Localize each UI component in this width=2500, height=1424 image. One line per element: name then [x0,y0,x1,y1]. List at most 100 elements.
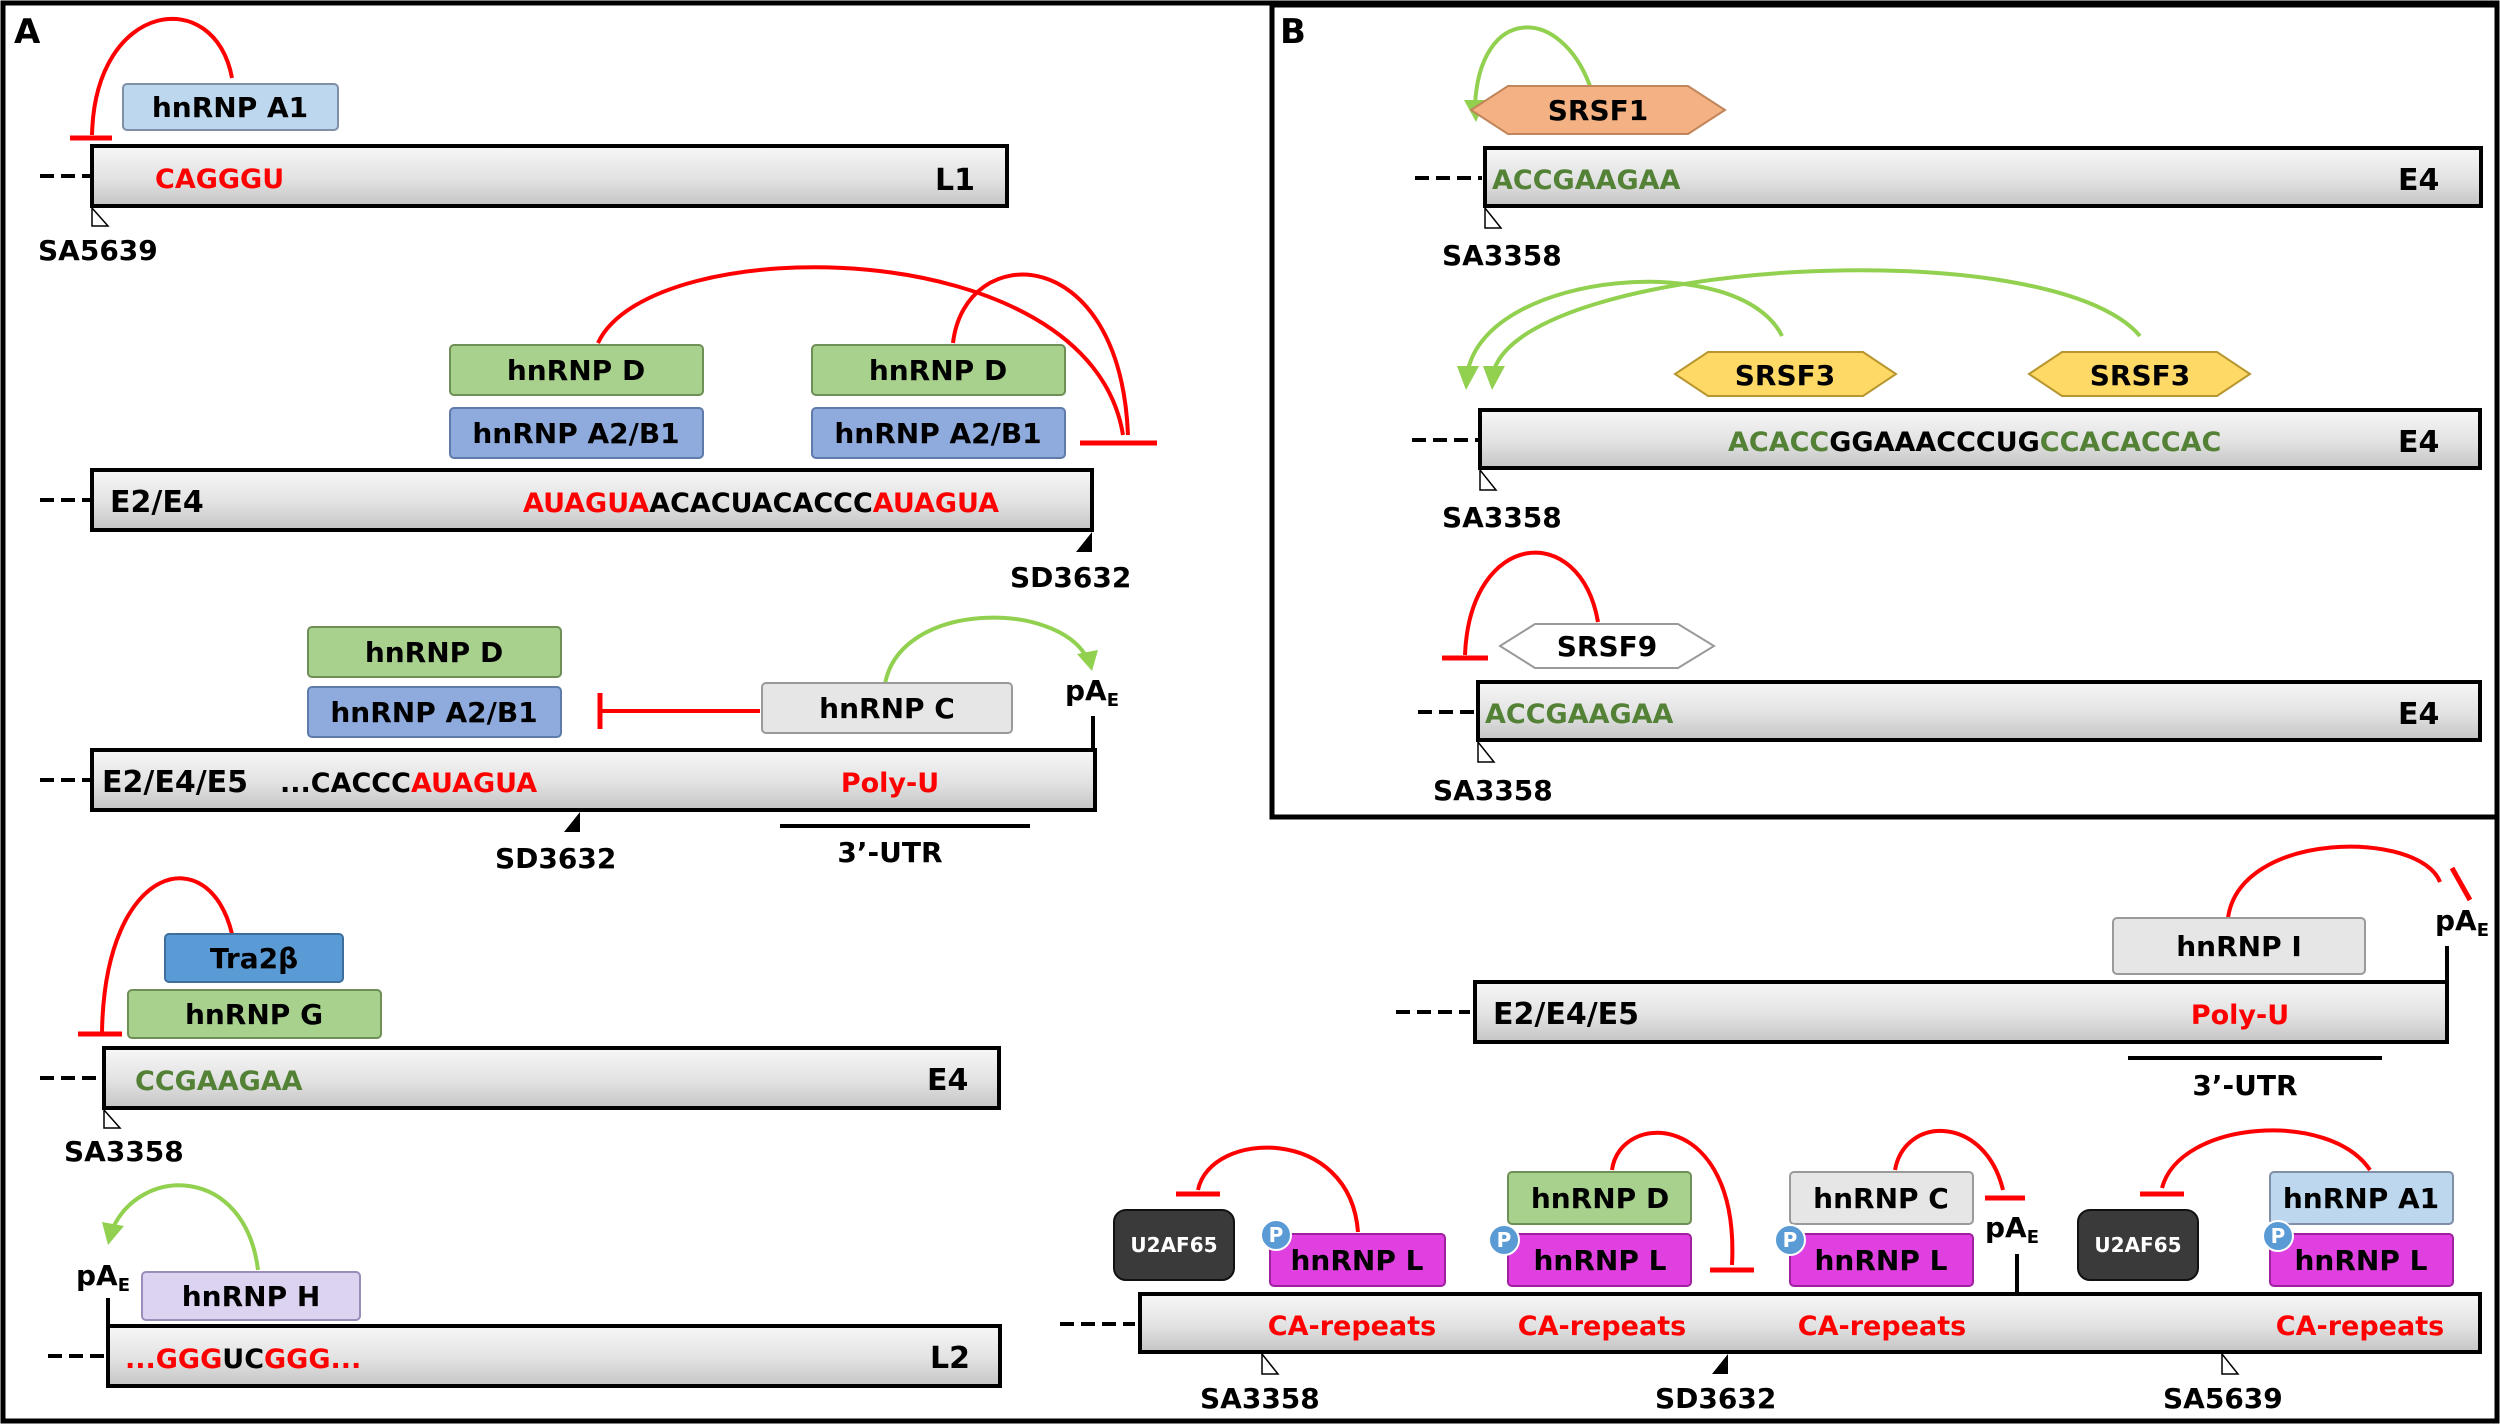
inhibition-arc [90,16,234,136]
u2af65-box-1 [1113,1209,1235,1281]
hnrnp-g-box [127,989,382,1039]
row-a3-e2e4e5: hnRNP D hnRNP A2/B1 hnRNP C pAE E2/E4/E5… [40,615,1119,875]
exon-l2-label: L2 [930,1341,970,1376]
hnrnp-c-box [1789,1171,1974,1225]
pa-subscript: E [2027,1227,2039,1248]
utr-label: 3’-UTR [2192,1069,2297,1102]
splice-acceptor-marker [1479,467,1498,491]
hnrnp-d-box-1 [449,344,704,396]
hnrnp-c-label: hnRNP C [819,692,955,725]
hnrnp-d-box-2 [811,344,1066,396]
ca-repeats-label-2: CA-repeats [1518,1311,1686,1342]
activation-arc [883,615,1090,685]
sequence-cacccauagua: ...CACCCAUAGUA [280,768,537,799]
u2af65-label-1: U2AF65 [1130,1233,1217,1257]
pa-main: pA [1065,674,1107,707]
row-a2-e2e4: hnRNP D hnRNP A2/B1 hnRNP D hnRNP A2/B1 … [40,265,1157,594]
hnrnp-l-label-1: hnRNP L [1291,1244,1424,1277]
exon-ca-repeats [1138,1292,2482,1354]
hnrnp-d-box [1507,1171,1692,1225]
polyadenylation-site: pAE [76,1259,130,1296]
sequence-cagggu: CAGGGU [155,164,284,195]
ca-repeats-label-4: CA-repeats [2276,1311,2444,1342]
srsf3-label-1: SRSF3 [1735,359,1836,392]
activation-arc-1 [1466,279,1784,371]
splice-acceptor-marker [103,1108,122,1129]
hnrnp-l-label-2: hnRNP L [1534,1244,1667,1277]
polyadenylation-site: pAE [2435,904,2489,941]
hnrnp-l-box-2 [1507,1233,1692,1287]
activation-arc [1473,25,1592,106]
seq-ccacaccac: CCACACCAC [2040,427,2222,458]
activation-arrowhead-2 [1483,366,1505,390]
seq-ggg-1: ...GGG [125,1344,222,1375]
splice-donor-marker [1712,1354,1728,1374]
hnrnp-h-label: hnRNP H [182,1280,321,1313]
exon-e4-label: E4 [2398,425,2439,460]
inhibition-arc-short [951,272,1130,436]
row-c1-hnrnp-i: hnRNP I pAE E2/E4/E5 Poly-U 3’-UTR [1396,844,2489,1102]
seq-acacc: ACACC [1728,427,1829,458]
phospho-circle-3 [1774,1224,1806,1256]
hnrnp-a2b1-box-1 [449,407,704,459]
site-sa3358: SA3358 [1200,1382,1320,1415]
hnrnp-a1-label: hnRNP A1 [152,91,308,124]
ca-repeats-label-3: CA-repeats [1798,1311,1966,1342]
exon-e4-label: E4 [2398,697,2439,732]
site-sa5639: SA5639 [38,234,158,267]
u2af65-box-2 [2077,1209,2199,1281]
splice-acceptor-marker [1484,205,1503,229]
exon-e2e4e5 [90,748,1097,812]
panel-a-label: A [14,12,41,52]
splice-acceptor-marker [1477,739,1496,763]
activation-arc-2 [1492,268,2142,371]
exon-e2e4 [90,468,1094,532]
hnrnp-c-label: hnRNP C [1813,1182,1949,1215]
sequence-auagua-repeat: AUAGUAACACUACACCCAUAGUA [523,488,999,519]
hnrnp-d-label: hnRNP D [1531,1182,1669,1215]
hnrnp-l-box-4 [2269,1233,2454,1287]
pa-subscript: E [1107,690,1119,711]
site-sa3358: SA3358 [64,1135,184,1168]
sequence-gggucggg: ...GGGUCGGG... [125,1344,361,1375]
hnrnp-a2b1-label-1: hnRNP A2/B1 [472,417,679,450]
row-a4-e4: Tra2β hnRNP G CCGAAGAA E4 SA3358 [40,876,1001,1168]
row-a5-l2: pAE hnRNP H ...GGGUCGGG... L2 [48,1183,1002,1388]
site-sd3632: SD3632 [1655,1382,1776,1415]
phospho-circle-2 [1488,1224,1520,1256]
srsf9-label: SRSF9 [1557,630,1658,663]
inhibition-arc-long [596,265,1125,436]
activation-arrowhead-1 [1457,366,1479,390]
ca-repeats-label-1: CA-repeats [1268,1311,1436,1342]
panel-b-frame [1269,2,2500,820]
exon-e4 [1483,146,2483,208]
splice-acceptor-marker-1 [1261,1351,1280,1375]
exon-e4 [102,1046,1001,1110]
seq-caccc: ...CACCC [280,768,411,799]
phospho-circle-4 [2262,1220,2294,1252]
hnrnp-i-box [2112,917,2366,975]
phospho-label-2: P [1497,1228,1512,1252]
tra2b-box [164,933,344,983]
hnrnp-c-box [761,682,1013,734]
hnrnp-d-label-1: hnRNP D [507,354,645,387]
exon-e4 [1476,680,2482,742]
exon-l1 [90,144,1009,208]
row-c2-ca-repeats: pAE U2AF65 U2AF65 hnRNP D hnRNP C hnRNP … [1060,1128,2482,1415]
inhibition-arc-1 [1196,1145,1360,1233]
sequence-accgaagaa: ACCGAAGAA [1492,165,1681,196]
inhibition-arc [100,876,234,1033]
hnrnp-a2b1-box-2 [811,407,1066,459]
activation-arc [110,1183,260,1271]
srsf3-pentagon-1 [1673,351,1898,397]
srsf9-pentagon [1498,623,1716,669]
phospho-circle-1 [1260,1219,1292,1251]
seq-ggg-2: GGG... [264,1344,361,1375]
exon-e2e4e5 [1473,980,2449,1044]
hnrnp-a1-box [2269,1171,2454,1225]
srsf1-label: SRSF1 [1548,94,1649,127]
srsf3-label-2: SRSF3 [2090,359,2191,392]
inhibition-arc [2226,844,2442,919]
tra2b-label: Tra2β [210,942,298,975]
